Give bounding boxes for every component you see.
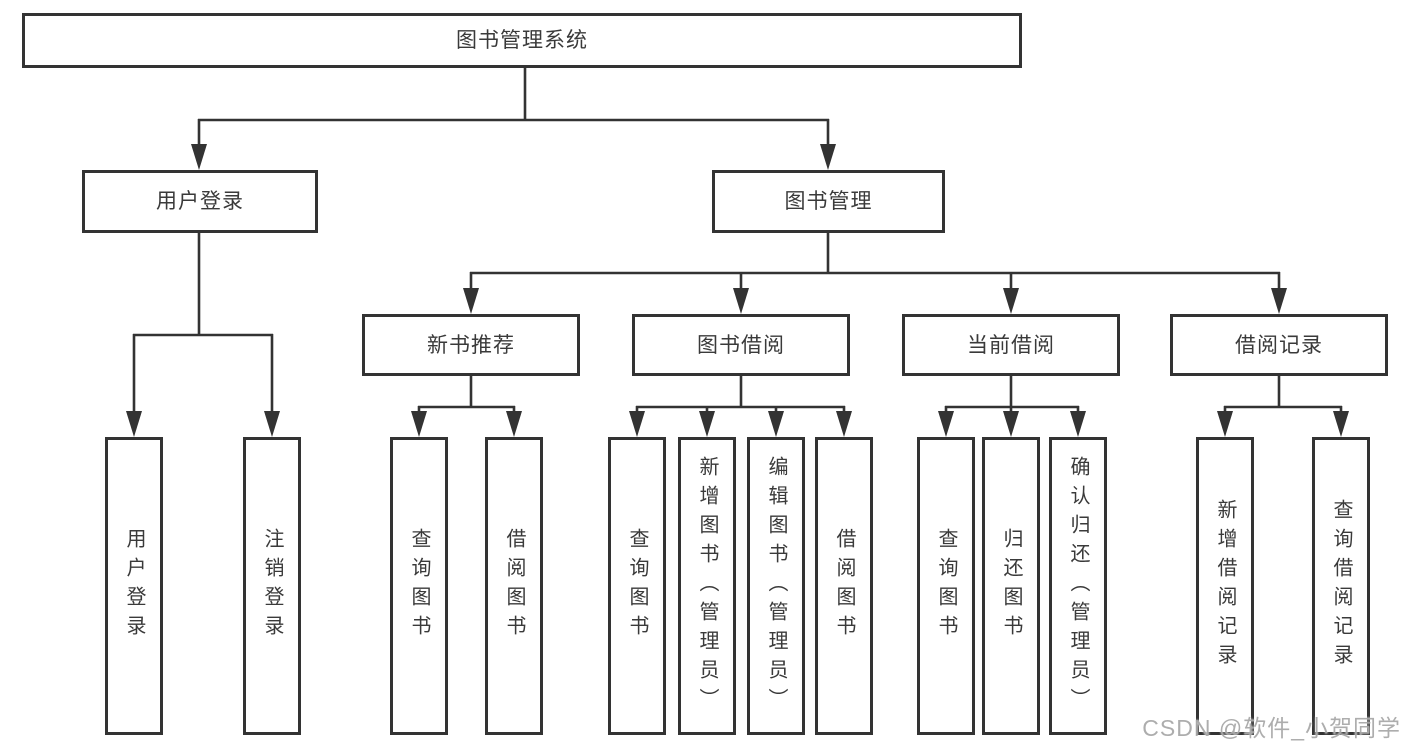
arrow-down-icon — [191, 144, 207, 170]
arrow-down-icon — [1070, 411, 1086, 437]
arrow-down-icon — [733, 288, 749, 314]
arrow-down-icon — [629, 411, 645, 437]
arrow-down-icon — [820, 144, 836, 170]
csdn-watermark: CSDN @软件_小贺同学 — [1142, 715, 1401, 741]
arrow-down-icon — [463, 288, 479, 314]
leaf-label: 归还图书 — [1000, 528, 1022, 644]
node-label: 图书管理 — [784, 190, 873, 213]
node-root-system: 图书管理系统 — [22, 13, 1022, 68]
arrow-down-icon — [938, 411, 954, 437]
arrow-down-icon — [768, 411, 784, 437]
arrow-down-icon — [126, 411, 142, 437]
arrow-down-icon — [506, 411, 522, 437]
node-label: 用户登录 — [156, 190, 244, 213]
arrow-down-icon — [1333, 411, 1349, 437]
arrowhead-group — [126, 144, 1349, 437]
leaf-query-borrow-record: 查询借阅记录 — [1312, 437, 1370, 735]
leaf-label: 借阅图书 — [503, 528, 525, 644]
leaf-label: 查询图书 — [408, 528, 430, 644]
arrow-down-icon — [1003, 288, 1019, 314]
node-user-login-module: 用户登录 — [82, 170, 318, 233]
node-label: 图书管理系统 — [456, 29, 588, 52]
leaf-label: 新增借阅记录 — [1214, 499, 1236, 673]
node-label: 当前借阅 — [967, 333, 1055, 357]
leaf-label: 新增图书（管理员） — [696, 455, 718, 717]
leaf-query-books-recommend: 查询图书 — [390, 437, 448, 735]
arrow-down-icon — [264, 411, 280, 437]
leaf-logout: 注销登录 — [243, 437, 301, 735]
leaf-return-books: 归还图书 — [982, 437, 1040, 735]
node-book-management-module: 图书管理 — [712, 170, 945, 233]
leaf-label: 查询图书 — [626, 528, 648, 644]
leaf-add-borrow-record: 新增借阅记录 — [1196, 437, 1254, 735]
arrow-down-icon — [1003, 411, 1019, 437]
leaf-query-books-current: 查询图书 — [917, 437, 975, 735]
arrow-down-icon — [1271, 288, 1287, 314]
leaf-label: 查询图书 — [935, 528, 957, 644]
leaf-add-books-admin: 新增图书（管理员） — [678, 437, 736, 735]
node-label: 借阅记录 — [1235, 333, 1323, 357]
leaf-edit-books-admin: 编辑图书（管理员） — [747, 437, 805, 735]
leaf-label: 用户登录 — [123, 528, 145, 644]
leaf-label: 注销登录 — [261, 528, 283, 644]
arrow-down-icon — [836, 411, 852, 437]
node-borrowing-records: 借阅记录 — [1170, 314, 1388, 376]
node-label: 新书推荐 — [427, 333, 515, 357]
arrow-down-icon — [411, 411, 427, 437]
leaf-label: 查询借阅记录 — [1330, 499, 1352, 673]
arrow-down-icon — [1217, 411, 1233, 437]
leaf-borrow-books-recommend: 借阅图书 — [485, 437, 543, 735]
leaf-label: 编辑图书（管理员） — [765, 455, 787, 717]
leaf-confirm-return-admin: 确认归还（管理员） — [1049, 437, 1107, 735]
leaf-label: 确认归还（管理员） — [1067, 455, 1089, 717]
node-book-borrowing: 图书借阅 — [632, 314, 850, 376]
node-label: 图书借阅 — [697, 333, 785, 357]
node-new-book-recommendation: 新书推荐 — [362, 314, 580, 376]
leaf-user-login: 用户登录 — [105, 437, 163, 735]
leaf-query-books-borrow: 查询图书 — [608, 437, 666, 735]
node-current-borrowing: 当前借阅 — [902, 314, 1120, 376]
leaf-label: 借阅图书 — [833, 528, 855, 644]
leaf-borrow-books: 借阅图书 — [815, 437, 873, 735]
arrow-down-icon — [699, 411, 715, 437]
